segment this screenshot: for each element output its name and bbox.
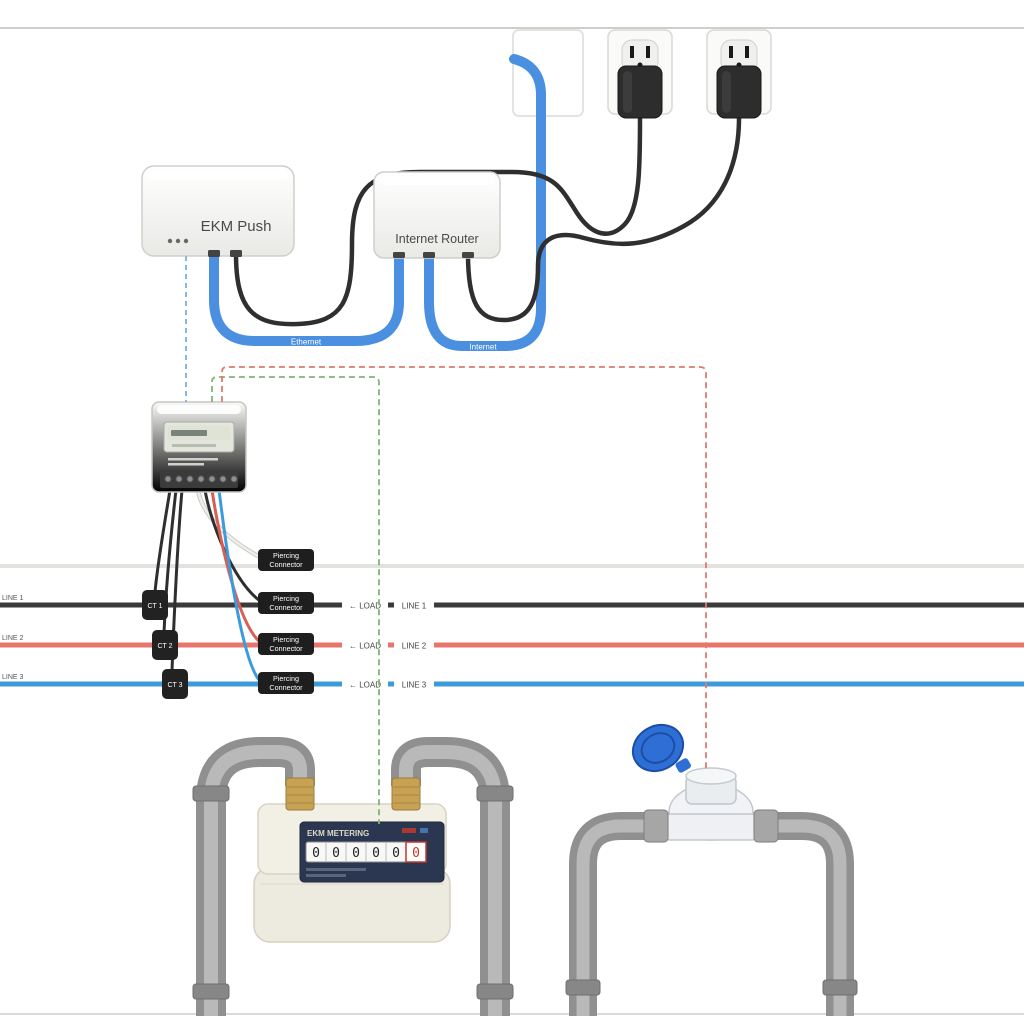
pc1-word2: Connector bbox=[269, 560, 303, 569]
pc4-word1: Piercing bbox=[273, 674, 299, 683]
ekm-push-led-1 bbox=[167, 238, 173, 244]
pc4-word2: Connector bbox=[269, 683, 303, 692]
router-power-cable bbox=[465, 115, 742, 323]
ct2-clamp bbox=[152, 630, 178, 660]
ethernet-cable-label: Ethernet bbox=[291, 338, 322, 347]
piercing-connector-line3: Piercing Connector bbox=[258, 672, 314, 694]
odometer-digit-3: 0 bbox=[352, 846, 360, 861]
line2-load-label: ← LOAD bbox=[349, 642, 381, 651]
line3-name-label: LINE 3 bbox=[402, 681, 427, 690]
router-port-1 bbox=[393, 252, 405, 258]
odometer-digit-5: 0 bbox=[392, 846, 400, 861]
wall-cable-plate bbox=[512, 29, 584, 117]
water-meter-body bbox=[663, 813, 759, 841]
water-pipe-coupling-2 bbox=[822, 979, 858, 996]
ct3-label: CT 3 bbox=[167, 682, 182, 689]
water-meter-lid-hinge bbox=[675, 758, 691, 773]
gas-meter-brass-fitting-right bbox=[391, 777, 421, 811]
line1-edge-label: LINE 1 bbox=[2, 595, 24, 602]
line3-edge-label: LINE 3 bbox=[2, 674, 24, 681]
ct2-label: CT 2 bbox=[157, 643, 172, 650]
current-transformers: CT 1 CT 2 CT 3 bbox=[142, 590, 188, 699]
outlet-2-slot-left bbox=[729, 46, 733, 58]
ct1-label: CT 1 bbox=[147, 603, 162, 610]
water-meter-register-top bbox=[685, 767, 737, 785]
pc2-word2: Connector bbox=[269, 603, 303, 612]
router-port-3 bbox=[462, 252, 474, 258]
outlet-1-slot-left bbox=[630, 46, 634, 58]
piercing-connector-line2: Piercing Connector bbox=[258, 633, 314, 655]
odometer-digit-4: 0 bbox=[372, 846, 380, 861]
router-port-2 bbox=[423, 252, 435, 258]
odometer-digit-6: 0 bbox=[412, 846, 420, 861]
water-meter-pulse-wire bbox=[221, 366, 707, 772]
gas-pipe-coupling-1 bbox=[192, 785, 230, 802]
line1-name-label: LINE 1 bbox=[402, 602, 427, 611]
ekm-push-led-2 bbox=[175, 238, 181, 244]
gas-pipes bbox=[192, 737, 514, 1016]
line2-name-label: LINE 2 bbox=[402, 642, 427, 651]
piercing-connectors: Piercing Connector Piercing Connector Pi… bbox=[258, 549, 314, 694]
electric-meter bbox=[151, 401, 247, 493]
ekm-push-port-2 bbox=[230, 250, 242, 257]
odometer-digit-1: 0 bbox=[312, 846, 320, 861]
water-meter-union-left bbox=[643, 809, 669, 843]
line3-labels: ← LOAD LINE 3 bbox=[342, 678, 434, 690]
outlet-2-slot-right bbox=[745, 46, 749, 58]
ct1-clamp bbox=[142, 590, 168, 620]
power-adapter-1 bbox=[617, 65, 663, 119]
ekm-push-device: EKM Push bbox=[141, 165, 295, 257]
ct3-clamp bbox=[162, 669, 188, 699]
gas-pipe-coupling-3 bbox=[476, 785, 514, 802]
pc2-word1: Piercing bbox=[273, 594, 299, 603]
gas-meter-brass-fitting-left bbox=[285, 777, 315, 811]
outlet-1-slot-right bbox=[646, 46, 650, 58]
internet-cable bbox=[424, 54, 546, 351]
water-meter-union-right bbox=[753, 809, 779, 843]
internet-cable-label: Internet bbox=[469, 343, 497, 352]
ct1-lead-wire bbox=[153, 489, 172, 593]
internet-router-device: Internet Router bbox=[373, 171, 501, 259]
water-meter bbox=[631, 723, 779, 843]
cables bbox=[209, 54, 742, 351]
gas-pipe-coupling-4 bbox=[476, 983, 514, 1000]
router-label: Internet Router bbox=[395, 232, 478, 246]
line3-load-label: ← LOAD bbox=[349, 681, 381, 690]
line2-edge-label: LINE 2 bbox=[2, 635, 24, 642]
service-lines: LINE 1 LINE 2 LINE 3 ← LOAD LINE 1 ← LOA… bbox=[0, 564, 1024, 690]
piercing-connector-neutral: Piercing Connector bbox=[258, 549, 314, 571]
line2-tap-wire bbox=[210, 489, 262, 644]
pc3-word1: Piercing bbox=[273, 635, 299, 644]
gas-meter-brand: EKM METERING bbox=[307, 829, 369, 838]
line2-labels: ← LOAD LINE 2 bbox=[342, 639, 434, 651]
water-pipes bbox=[565, 812, 858, 1016]
ekm-push-led-3 bbox=[183, 238, 189, 244]
gas-pipe-coupling-2 bbox=[192, 983, 230, 1000]
ethernet-cable bbox=[209, 249, 404, 346]
line1-load-label: ← LOAD bbox=[349, 602, 381, 611]
line1-labels: ← LOAD LINE 1 bbox=[342, 599, 434, 611]
line3-tap-wire bbox=[217, 489, 262, 683]
ekm-push-port-1 bbox=[208, 250, 220, 257]
gas-meter-pulse-wire bbox=[211, 376, 380, 824]
water-pipe-coupling-1 bbox=[565, 979, 601, 996]
pc1-word1: Piercing bbox=[273, 551, 299, 560]
piercing-connector-line1: Piercing Connector bbox=[258, 592, 314, 614]
gas-meter: EKM METERING 0 0 0 0 0 0 bbox=[253, 777, 451, 943]
odometer-digit-2: 0 bbox=[332, 846, 340, 861]
power-adapter-2 bbox=[716, 65, 762, 119]
router-body bbox=[373, 171, 501, 259]
ekm-push-label: EKM Push bbox=[201, 218, 272, 235]
pulse-wires bbox=[185, 256, 707, 824]
pc3-word2: Connector bbox=[269, 644, 303, 653]
